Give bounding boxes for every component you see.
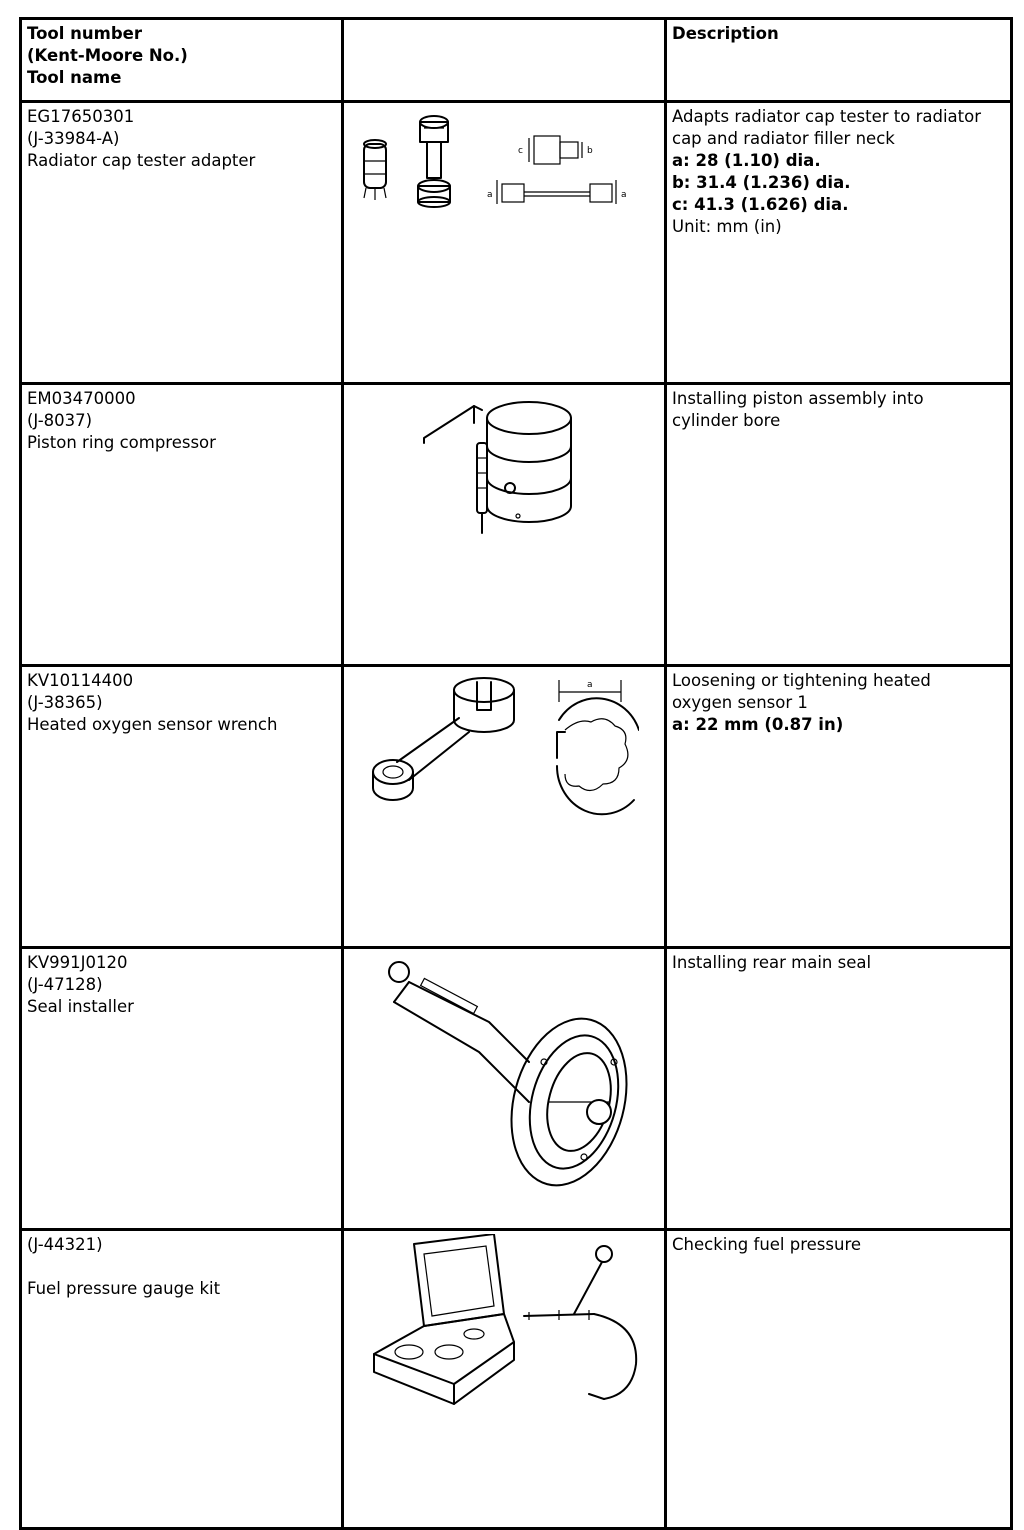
svg-text:b: b (587, 146, 593, 156)
tool-name: Fuel pressure gauge kit (27, 1279, 221, 1298)
heated-oxygen-sensor-wrench-icon: a (372, 677, 639, 816)
illustration-cell: c b a a (341, 100, 667, 385)
table-row: EM03470000 (J-8037) Piston ring compress… (19, 382, 1013, 667)
radiator-cap-tester-adapter-icon: c b a a (363, 115, 627, 208)
svg-text:a: a (587, 680, 593, 690)
table-row: (J-44321) Fuel pressure gauge kit (19, 1228, 1013, 1530)
tool-number: KV991J0120 (27, 953, 128, 972)
table-row: KV10114400 (J-38365) Heated oxygen senso… (19, 664, 1013, 949)
tool-number: EG17650301 (27, 107, 135, 126)
tool-id-cell: (J-44321) Fuel pressure gauge kit (19, 1228, 344, 1530)
table-row: EG17650301 (J-33984-A) Radiator cap test… (19, 100, 1013, 385)
tool-number: EM03470000 (27, 389, 136, 408)
description-cell: Loosening or tightening heated oxygen se… (664, 664, 1013, 949)
spec-a: a: 28 (1.10) dia. (672, 151, 821, 170)
special-service-tools-table: Tool number (Kent-Moore No.) Tool name D… (19, 17, 1013, 1530)
header-row: Tool number (Kent-Moore No.) Tool name D… (19, 17, 1013, 103)
illustration-cell: a (341, 664, 667, 949)
fuel-pressure-gauge-kit-icon (373, 1234, 638, 1405)
description-cell: Adapts radiator cap tester to radiator c… (664, 100, 1013, 385)
illustration-cell (341, 1228, 667, 1530)
tool-id-cell: EG17650301 (J-33984-A) Radiator cap test… (19, 100, 344, 385)
svg-text:a: a (487, 190, 493, 200)
kent-moore-number: (J-33984-A) (27, 129, 120, 148)
kent-moore-number: (J-47128) (27, 975, 103, 994)
tool-name: Heated oxygen sensor wrench (27, 715, 278, 734)
spec-a: a: 22 mm (0.87 in) (672, 715, 844, 734)
kent-moore-number: (J-8037) (27, 411, 93, 430)
spec-b: b: 31.4 (1.236) dia. (672, 173, 851, 192)
kent-moore-number: (J-44321) (27, 1235, 103, 1254)
illustration-cell (341, 946, 667, 1231)
tool-name: Piston ring compressor (27, 433, 216, 452)
table-row: KV991J0120 (J-47128) Seal installer (19, 946, 1013, 1231)
tool-id-cell: KV10114400 (J-38365) Heated oxygen senso… (19, 664, 344, 949)
seal-installer-icon (388, 961, 628, 1187)
tool-id-cell: KV991J0120 (J-47128) Seal installer (19, 946, 344, 1231)
svg-text:c: c (518, 146, 523, 156)
tool-name: Seal installer (27, 997, 134, 1016)
tool-number: KV10114400 (27, 671, 134, 690)
header-illustration (341, 17, 667, 103)
description-cell: Installing rear main seal (664, 946, 1013, 1231)
tool-name: Radiator cap tester adapter (27, 151, 256, 170)
header-tool-number: Tool number (Kent-Moore No.) Tool name (19, 17, 344, 103)
spec-c: c: 41.3 (1.626) dia. (672, 195, 849, 214)
header-description: Description (664, 17, 1013, 103)
description-cell: Installing piston assembly into cylinder… (664, 382, 1013, 667)
illustration-cell (341, 382, 667, 667)
piston-ring-compressor-icon (423, 401, 572, 534)
kent-moore-number: (J-38365) (27, 693, 103, 712)
description-cell: Checking fuel pressure (664, 1228, 1013, 1530)
unit-note: Unit: mm (in) (672, 217, 782, 236)
svg-text:a: a (621, 190, 627, 200)
tool-id-cell: EM03470000 (J-8037) Piston ring compress… (19, 382, 344, 667)
